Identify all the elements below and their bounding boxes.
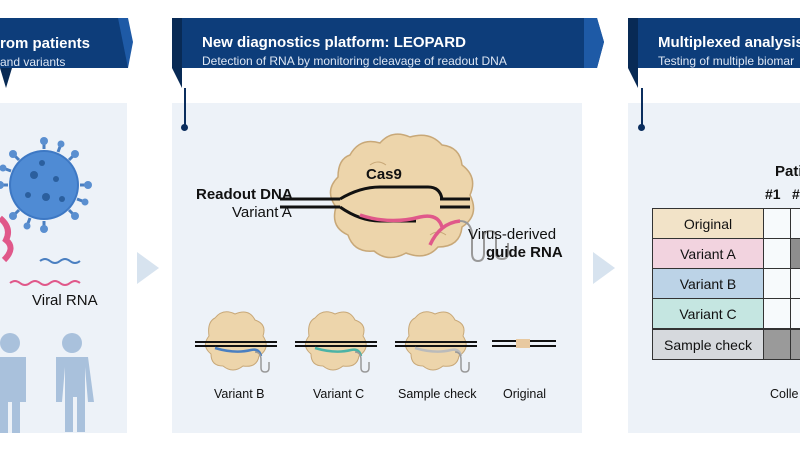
column-header-1: #1: [765, 186, 781, 202]
row-original: Original: [652, 208, 764, 239]
row-sample-check: Sample check: [652, 329, 764, 360]
row-variant-a: Variant A: [652, 238, 764, 269]
right-pin-line: [641, 88, 643, 126]
patient-header: Pati: [775, 163, 800, 180]
virus-illustration: [0, 137, 94, 433]
cell-1-1: [763, 208, 791, 239]
center-banner: New diagnostics platform: LEOPARD Detect…: [172, 0, 612, 95]
right-banner-title: Multiplexed analysis: [658, 34, 800, 51]
small-label-variant-b: Variant B: [214, 387, 265, 401]
right-banner: Multiplexed analysis Testing of multiple…: [628, 0, 800, 95]
virus-derived-label: Virus-derived: [468, 226, 557, 243]
flow-arrow-2: [593, 252, 615, 284]
cas9-complex-variant-c: [295, 311, 377, 373]
left-banner-title: rom patients: [0, 35, 91, 52]
center-banner-title: New diagnostics platform: LEOPARD: [202, 34, 466, 51]
cas9-label: Cas9: [366, 166, 402, 183]
person-icon: [56, 333, 94, 432]
rna-coil-icon: [0, 215, 14, 263]
small-label-original: Original: [503, 387, 547, 401]
cas9-complex-main: [280, 133, 509, 263]
cell-1-2: [790, 208, 800, 239]
guide-rna-hairpin: [459, 220, 509, 263]
cell-sample-1: [763, 329, 791, 360]
flow-arrow-1: [137, 252, 159, 284]
guide-rna-label: guide RNA: [486, 244, 563, 261]
cell-3-2: [790, 268, 800, 299]
collected-footer: Colle: [770, 387, 799, 401]
center-pin: [181, 124, 188, 131]
small-label-sample-check: Sample check: [398, 387, 477, 401]
cell-2-2: [790, 238, 800, 269]
left-banner-subtitle: and variants: [0, 55, 66, 69]
right-banner-subtitle: Testing of multiple biomar: [658, 54, 795, 68]
cell-3-1: [763, 268, 791, 299]
left-banner: rom patients and variants: [0, 0, 140, 95]
right-pin: [638, 124, 645, 131]
rna-strand-pink: [9, 280, 81, 286]
readout-dna-label: Readout DNA: [196, 186, 293, 203]
cell-4-2: [790, 298, 800, 329]
cell-2-1: [763, 238, 791, 269]
row-variant-b: Variant B: [652, 268, 764, 299]
cell-sample-2: [790, 329, 800, 360]
center-pin-line: [184, 88, 186, 126]
column-header-2: #: [792, 186, 800, 202]
person-icon: [0, 333, 26, 433]
virus-icon: [0, 137, 92, 233]
cell-4-1: [763, 298, 791, 329]
rna-strand-blue: [39, 258, 81, 264]
cas9-complex-sample-check: [395, 311, 477, 373]
viral-rna-label: Viral RNA: [32, 292, 98, 309]
original-dna-strand: [492, 339, 556, 348]
row-variant-c: Variant C: [652, 298, 764, 329]
variant-a-label: Variant A: [232, 204, 292, 221]
small-label-variant-c: Variant C: [313, 387, 365, 401]
cas9-complex-variant-b: [195, 311, 277, 373]
center-banner-subtitle: Detection of RNA by monitoring cleavage …: [202, 54, 507, 68]
